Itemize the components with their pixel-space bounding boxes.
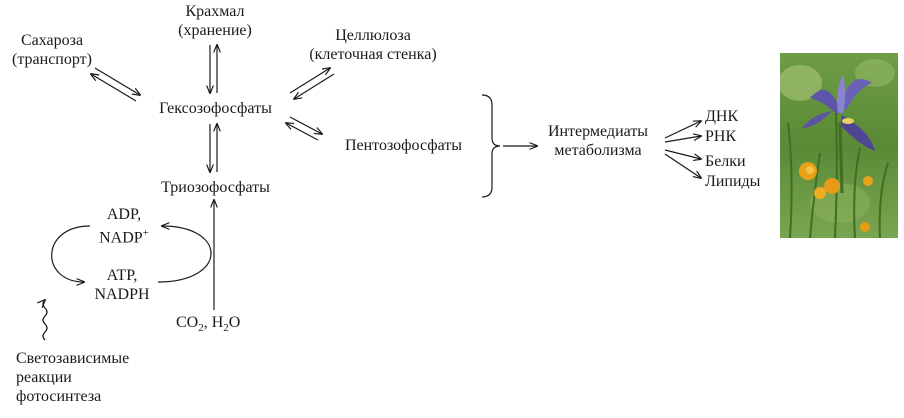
light-wavy-arrow — [43, 300, 48, 341]
starch-label: Крахмал (хранение) — [178, 3, 252, 39]
hexose-phosphates-label: Гексозофосфаты — [159, 100, 272, 117]
product-proteins: Белки — [705, 153, 746, 170]
arrow-to-proteins — [664, 149, 701, 159]
atp-nadph-label: ATP, NADPH — [94, 267, 150, 303]
pentose-phosphates-label: Пентозофосфаты — [344, 137, 463, 154]
arrow-sucrose-to-hexose — [94, 67, 140, 95]
co2-h2o-label: CO2, H2O — [176, 314, 241, 335]
arrow-cellulose-to-hexose — [294, 73, 335, 99]
intermediates-label: Интермедиаты метаболизма — [547, 123, 649, 159]
cycle-arc-right — [157, 226, 212, 283]
triose-phosphates-label: Триозофосфаты — [161, 179, 270, 196]
cellulose-label: Целлюлоза (клеточная стенка) — [309, 27, 437, 63]
arrow-pentose-to-hexose — [286, 123, 319, 141]
light-reactions-label: Светозависимые реакции фотосинтеза — [16, 350, 130, 405]
brace — [481, 94, 501, 198]
arrow-hexose-to-pentose — [289, 116, 322, 134]
cycle-arc-left — [51, 225, 91, 282]
arrow-hexose-to-sucrose — [91, 74, 137, 102]
arrow-to-lipids — [664, 153, 701, 178]
adp-nadp-label: ADP, NADP+ — [99, 206, 149, 247]
arrow-hexose-to-cellulose — [289, 68, 330, 94]
arrow-to-rna — [664, 136, 701, 143]
product-lipids: Липиды — [705, 173, 761, 190]
product-dna: ДНК — [705, 108, 739, 125]
sucrose-label: Сахароза (транспорт) — [12, 32, 92, 68]
iris-flower-photo — [780, 53, 898, 238]
arrow-to-dna — [664, 121, 701, 139]
product-rna: РНК — [705, 128, 737, 145]
